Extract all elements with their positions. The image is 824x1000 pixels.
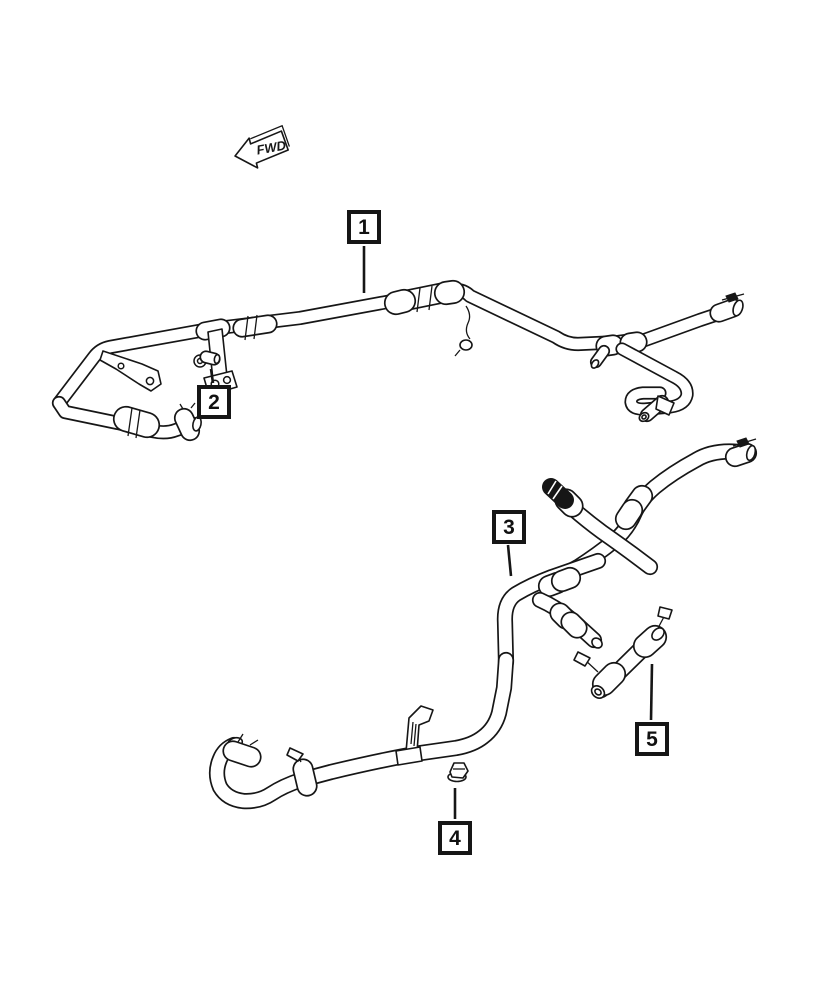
- tube-clamp: [197, 320, 229, 339]
- hose-end-clamp-left: [222, 733, 262, 768]
- mount-grommet: [114, 407, 159, 437]
- callout-2: 2: [197, 385, 231, 419]
- quick-connect-fitting-item2: [193, 350, 221, 368]
- hose-clamp: [175, 409, 199, 440]
- fwd-label: FWD: [255, 138, 287, 158]
- hose-lower-run: [210, 653, 513, 808]
- hose-end-clamp-right: [724, 437, 758, 468]
- hose-open-end: [531, 591, 603, 649]
- hose-clamp-ring: [616, 500, 642, 529]
- callout-1: 1: [347, 210, 381, 244]
- sleeve-clamp-right: [435, 281, 464, 304]
- callout-5-label: 5: [646, 727, 658, 751]
- upper-tube-right-end: [709, 292, 745, 323]
- short-hose-item5: [573, 606, 673, 699]
- retaining-clip-item4: [447, 762, 469, 783]
- mounting-bracket-left: [99, 350, 162, 392]
- upper-heater-tube-assembly: [51, 279, 745, 442]
- hose-bracket-flag: [395, 705, 434, 766]
- fwd-arrow: FWD: [234, 124, 291, 169]
- heater-hose-assembly-item3: [208, 437, 758, 810]
- branch-tube-outlet: [638, 394, 675, 423]
- wire-retainer-clip: [454, 305, 473, 357]
- tube-junction-coupling: [589, 331, 648, 369]
- callout-4-label: 4: [449, 826, 461, 850]
- sleeve-clamp-left: [385, 290, 415, 314]
- callout-3: 3: [492, 510, 526, 544]
- leader-line-3: [506, 544, 513, 577]
- hose-clamp-ring: [552, 568, 580, 591]
- connector-stub: [542, 478, 584, 518]
- callout-1-label: 1: [358, 215, 370, 239]
- callout-2-label: 2: [208, 390, 220, 414]
- hose-clamp: [593, 663, 625, 695]
- callout-3-label: 3: [503, 515, 515, 539]
- callout-4: 4: [438, 821, 472, 855]
- leader-line-5: [649, 663, 654, 721]
- hose-mid-clamp: [286, 747, 318, 797]
- callout-5: 5: [635, 722, 669, 756]
- leader-line-2: [209, 368, 215, 384]
